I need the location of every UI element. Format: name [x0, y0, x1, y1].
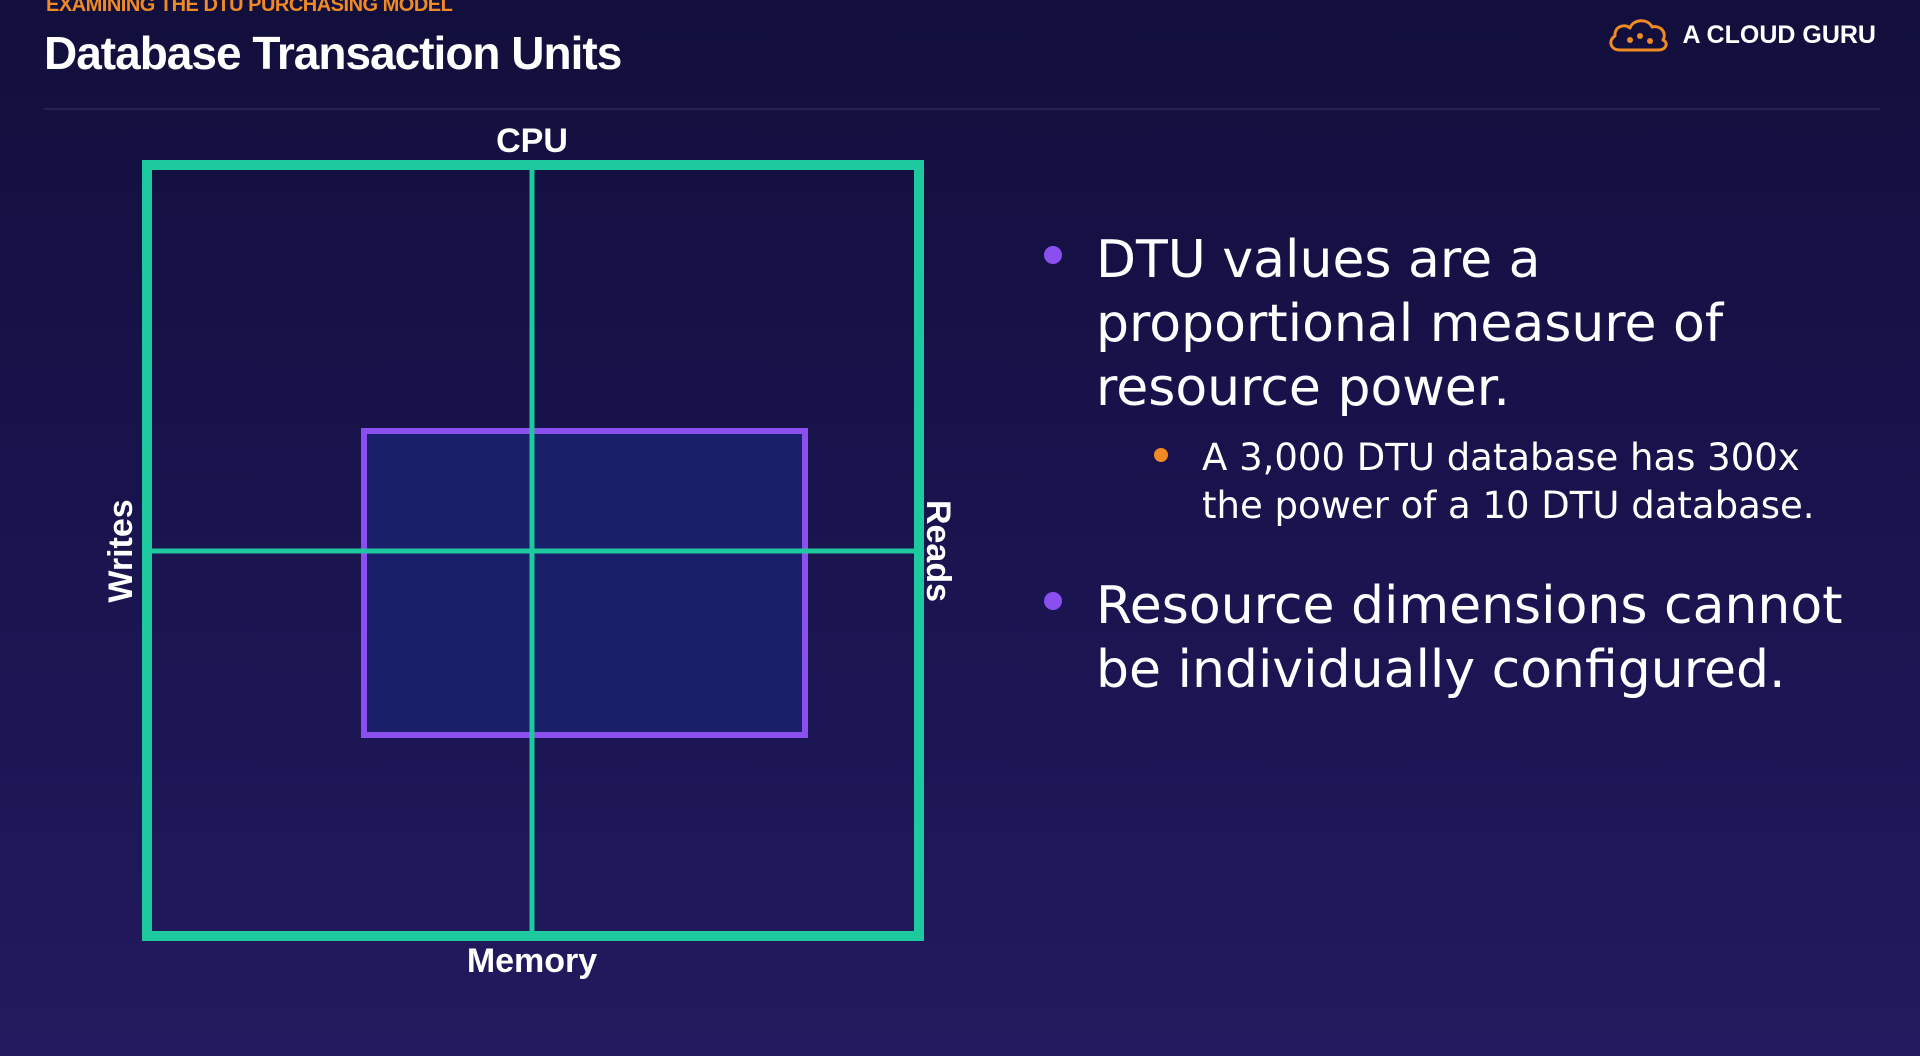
brand-name: A CLOUD GURU	[1682, 20, 1876, 49]
header-divider	[44, 108, 1880, 110]
page-title: Database Transaction Units	[44, 27, 622, 79]
sub-bullet-text: A 3,000 DTU database has 300x the power …	[1202, 436, 1815, 527]
axis-label-reads: Reads	[919, 500, 957, 602]
dtu-resource-diagram: CPU Memory Writes Reads	[102, 122, 957, 980]
section-kicker: EXAMINING THE DTU PURCHASING MODEL	[46, 0, 453, 16]
cloud-logo-icon	[1609, 19, 1669, 52]
sub-bullet-dot-icon	[1154, 448, 1168, 462]
brand: A CLOUD GURU	[1606, 16, 1876, 54]
bullet-text: DTU values are a proportional measure of…	[1096, 230, 1724, 418]
bullet-item: DTU values are a proportional measure of…	[1040, 228, 1860, 530]
bullet-text: Resource dimensions cannot be individual…	[1096, 576, 1843, 700]
dtu-resource-box	[361, 428, 808, 738]
sub-bullet-item: A 3,000 DTU database has 300x the power …	[1152, 434, 1860, 530]
bullet-dot-icon	[1044, 592, 1062, 610]
axis-label-memory: Memory	[467, 942, 597, 980]
axis-label-writes: Writes	[102, 499, 140, 602]
axis-label-cpu: CPU	[496, 122, 568, 160]
bullet-dot-icon	[1044, 246, 1062, 264]
bullet-item: Resource dimensions cannot be individual…	[1040, 574, 1860, 702]
bullet-list: DTU values are a proportional measure of…	[1040, 228, 1860, 702]
